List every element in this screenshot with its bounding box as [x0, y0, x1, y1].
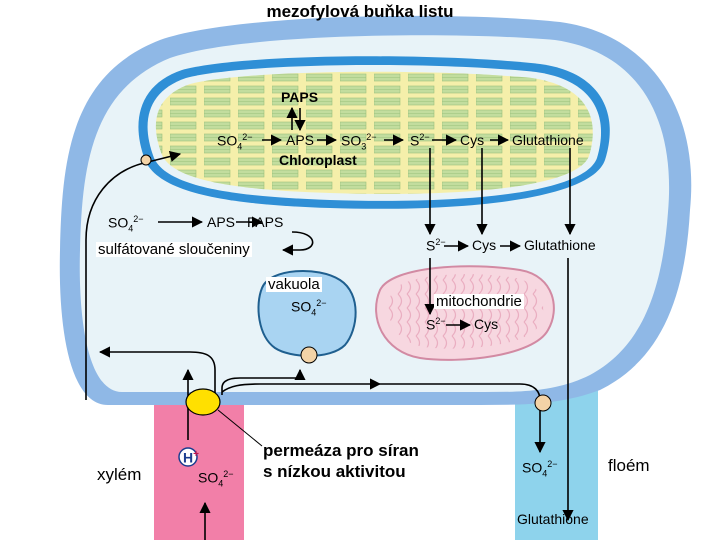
permease-note-line1: permeáza pro síran	[263, 441, 419, 460]
mito-sulfide: S2−	[426, 316, 446, 333]
phloem-transporter	[534, 394, 552, 412]
mitochondrion	[375, 265, 555, 361]
chloroplast-sulfite: SO32−	[341, 132, 377, 152]
sulfated-compounds-label: sulfátované sloučeniny	[96, 241, 252, 258]
sulfate-permease	[185, 388, 221, 416]
phloem-glutathione: Glutathione	[517, 511, 589, 527]
xylem-label: xylém	[97, 465, 142, 484]
xylem-sulfate: SO42−	[198, 469, 234, 489]
cytosol-aps: APS	[207, 214, 236, 230]
phloem-label: floém	[608, 456, 650, 475]
chloroplast-aps: APS	[286, 132, 315, 148]
permease-note-line2: s nízkou aktivitou	[263, 462, 406, 481]
chloroplast-sulfate: SO42−	[217, 132, 253, 152]
vacuole	[257, 270, 357, 357]
mitochondria-label: mitochondrie	[434, 293, 524, 310]
cytosol-cys: Cys	[472, 237, 497, 253]
chloroplast-glutathione: Glutathione	[512, 132, 584, 148]
vacuole-sulfate: SO42−	[291, 298, 327, 318]
cytosol-glutathione: Glutathione	[524, 237, 596, 253]
cytosol-sulfide: S2−	[426, 237, 446, 254]
chloroplast-sulfide: S2−	[410, 132, 430, 149]
vacuole-label: vakuola	[266, 276, 322, 293]
chloroplast-paps: PAPS	[281, 89, 319, 105]
cytosol-sulfate: SO42−	[108, 214, 144, 234]
proton-label: H+	[183, 449, 199, 466]
proton-circle	[178, 447, 198, 467]
chloroplast-cys: Cys	[460, 132, 485, 148]
cytosol-paps: PAPS	[247, 214, 284, 230]
vacuole-transporter	[300, 346, 318, 364]
xylem-entry-transporter	[140, 154, 152, 166]
chloroplast-label: Chloroplast	[279, 152, 357, 168]
phloem-sulfate: SO42−	[522, 459, 558, 479]
mito-cys: Cys	[474, 316, 499, 332]
permease-pointer	[217, 409, 263, 447]
phloem-vessel	[515, 385, 598, 540]
chloroplast	[138, 56, 610, 209]
pathway-arrows	[85, 106, 576, 540]
diagram-title: mezofylová buňka listu	[266, 2, 454, 21]
